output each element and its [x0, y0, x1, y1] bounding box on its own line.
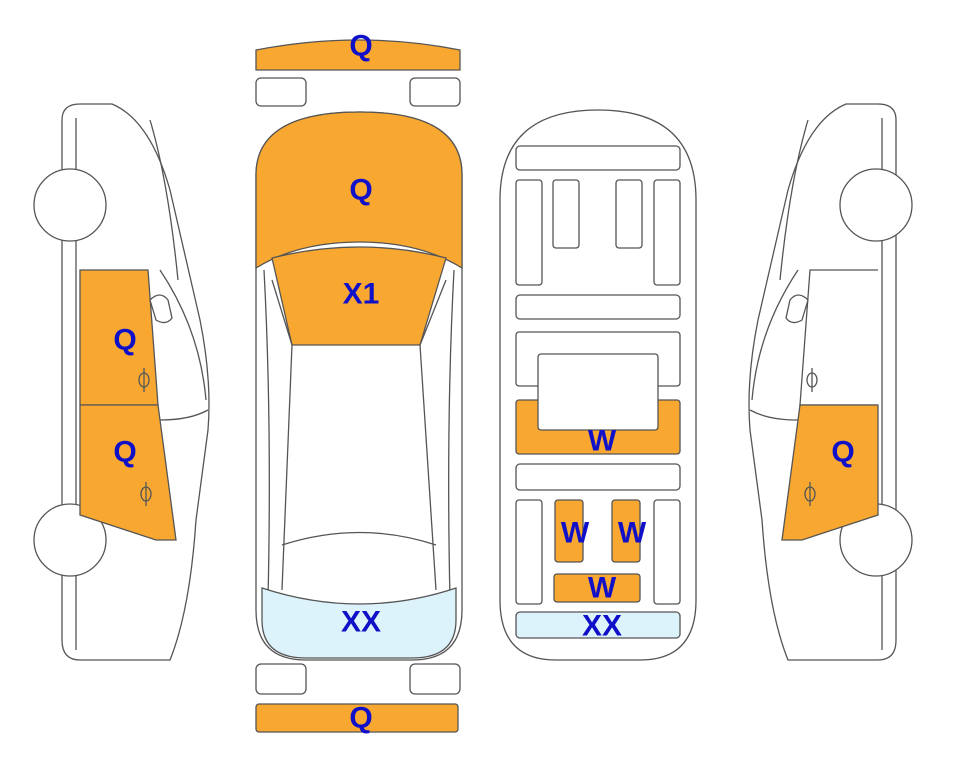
floor-rear-cross: [515, 463, 681, 491]
right-front-wheel: [839, 168, 913, 242]
floor-right-rail-damage: [611, 499, 641, 563]
floor-rear-left-rail: [515, 499, 543, 605]
right-side-view: Q: [748, 103, 913, 661]
floor-left-rail-damage: [554, 499, 584, 563]
top-left-side-line: [263, 269, 293, 601]
left-side-view: Q Q: [33, 103, 210, 661]
top-view: Q Q X1 XX Q: [255, 30, 463, 735]
right-rear-door: [781, 404, 879, 541]
left-mirror: [149, 294, 173, 324]
right-mirror: [785, 294, 809, 324]
floor-rear-right-rail: [653, 499, 681, 605]
floor-center-code: W: [588, 425, 617, 458]
right-rear-door-code: Q: [831, 436, 854, 469]
floor-front-cross: [515, 145, 681, 171]
floor-view: W W W W XX: [499, 109, 697, 661]
left-front-door-code: Q: [113, 324, 136, 357]
rear-bumper: [255, 703, 459, 733]
floor-front-left-rail: [515, 179, 543, 286]
front-bumper-code: Q: [349, 30, 372, 63]
floor-right-rail-code: W: [618, 517, 647, 550]
front-right-light: [409, 77, 461, 107]
front-bumper: [255, 39, 461, 71]
right-front-handle-icon: [806, 368, 818, 392]
left-rear-wheel: [33, 503, 107, 577]
floor-rear-cross-code: W: [588, 572, 617, 605]
floor-front-right-mount: [615, 179, 643, 249]
rear-bumper-code: Q: [349, 702, 372, 735]
rear-window: [261, 587, 457, 659]
top-right-side-line: [419, 269, 455, 601]
top-roof-rear-line: [281, 531, 437, 546]
roof-front: [271, 246, 447, 346]
floor-rear-cross-damage: [553, 573, 641, 603]
left-rear-handle-icon: [140, 482, 152, 506]
right-rear-handle-icon: [804, 482, 816, 506]
floor-rear-panel-code: XX: [582, 610, 622, 643]
floor-left-rail-code: W: [561, 517, 590, 550]
right-window-line: [749, 269, 799, 421]
front-left-light: [255, 77, 307, 107]
roof-front-code: X1: [343, 278, 380, 311]
left-front-handle-icon: [138, 368, 150, 392]
left-front-wheel: [33, 168, 107, 242]
hood: [255, 111, 463, 270]
rear-right-light: [409, 663, 461, 695]
rear-window-code: XX: [341, 606, 381, 639]
hood-code: Q: [349, 174, 372, 207]
floor-front-right-rail: [653, 179, 681, 286]
floor-center-panel: [537, 353, 659, 431]
floor-rear-panel: [515, 611, 681, 639]
left-window-line: [159, 269, 209, 421]
floor-mid-cross: [515, 294, 681, 320]
left-rear-door: [79, 404, 177, 541]
rear-left-light: [255, 663, 307, 695]
left-rear-door-code: Q: [113, 436, 136, 469]
floor-front-left-mount: [552, 179, 580, 249]
